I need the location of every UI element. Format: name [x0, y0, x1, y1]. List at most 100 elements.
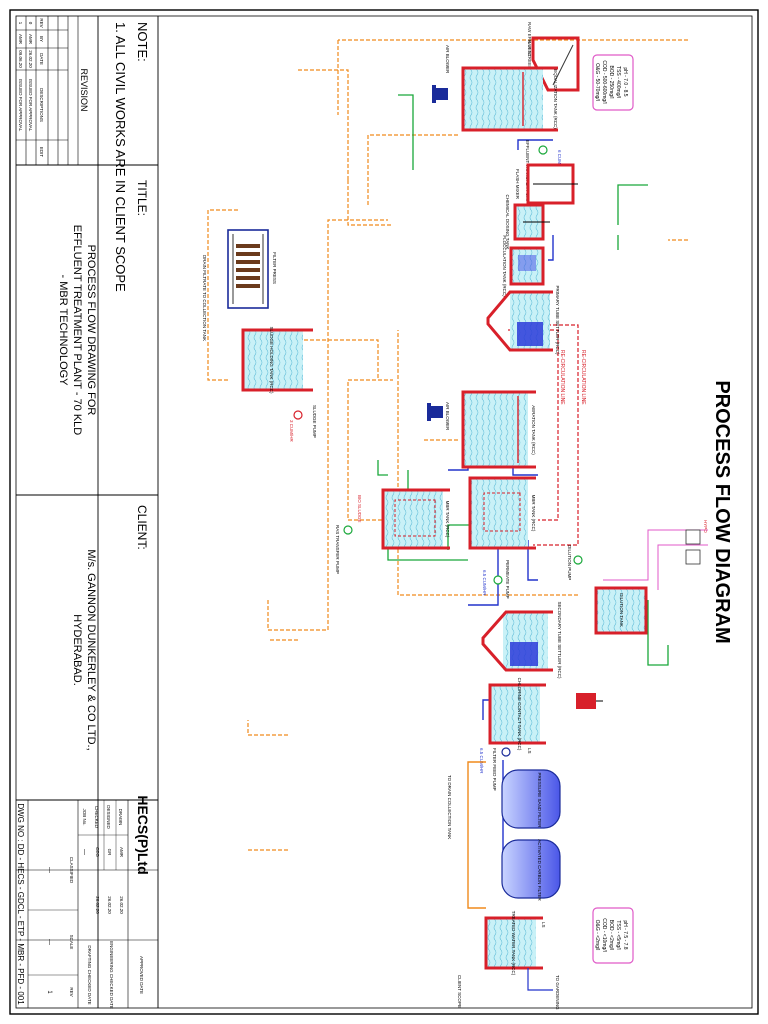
- outlet-ph: pH - 7.5 - 7.8: [622, 920, 628, 949]
- outlet-quality-box: pH - 7.5 - 7.8 TSS - <5mg/l BOD - <2mg/l…: [592, 907, 634, 964]
- sludge-holding-tank: SLUDGE HOLDING TANK (RCC): [241, 326, 313, 394]
- backwash-line: [467, 761, 486, 909]
- pressure-sand-filter: PRESSURE SAND FILTER: [501, 769, 561, 829]
- inlet-quality-box: pH - 7.0 - 8.5 TSS - 400mg/l BOD - 250mg…: [592, 54, 634, 111]
- rev-row0-date: 26.02.20: [28, 50, 33, 68]
- designed-name: GR: [107, 849, 112, 857]
- aeration-tank: AERATION TANK (RCC): [461, 390, 536, 469]
- sludge-pump-label: SLUDGE PUMP: [312, 405, 317, 438]
- sludge-holding-label: SLUDGE HOLDING TANK (RCC): [269, 326, 274, 394]
- chlorine-dosing: [576, 693, 603, 709]
- to-drain-label: TO DRAIN COLLECTION TANK: [447, 775, 452, 839]
- rev-row1-date: 09.06.20: [18, 50, 23, 68]
- rev-label: REV: [69, 987, 74, 996]
- chemical-dosing-tank: CHEMICAL DOSING TANK: [505, 195, 550, 250]
- designed-label: DESIGNED: [106, 805, 111, 829]
- equalization-tank: EQUALIZATION TANK (RCC): [461, 66, 558, 132]
- scale-value: —: [46, 939, 52, 945]
- rev-row1-by: AMR: [18, 34, 23, 45]
- treated-label: TREATED WATER TANK (RCC): [511, 911, 516, 976]
- dilution-tank: DILUTION TANK: [594, 586, 648, 635]
- checked-date: 26.02.20: [95, 896, 100, 914]
- treated-water-tank: TREATED WATER TANK (RCC) LS: [484, 911, 546, 976]
- rev-col-by: BY: [39, 36, 44, 42]
- inlet-bod: BOD - 250mg/l: [608, 65, 614, 98]
- rev-row0-rev: 0: [28, 22, 33, 25]
- client-line2: HYDERABAD.: [71, 614, 83, 686]
- flocculation-tank: FLOCCULATION TANK (RCC): [502, 235, 545, 297]
- filter-press-label: FILTER PRESS: [272, 252, 277, 284]
- recirc-label-2: RE-CIRCULATION LINE: [559, 350, 565, 405]
- inlet-cod: COD - 500-600mg/l: [601, 60, 607, 103]
- dilution-tank-label: DILUTION TANK: [619, 593, 624, 627]
- company-block: HECS(P)Ltd APPROVED DATE ENGINEERING CHE…: [16, 795, 158, 1009]
- client-scope-label: CLIENT SCOPE: [457, 975, 462, 1008]
- checked-name: CEO: [95, 847, 100, 857]
- ras-label: RAS TRANSFER PUMP: [335, 525, 340, 574]
- flow-3-label: 3 CUM/HR: [289, 420, 294, 443]
- flow-65-label-1: 6.5 CUM/HR: [482, 570, 487, 596]
- secondary-settler-label: SECONDARY TUBE SETTLER (RCC): [557, 601, 562, 679]
- hypo-label: HYPO: [703, 520, 708, 533]
- inner-border: [15, 15, 753, 1009]
- hypo-dosing: HYPO: [685, 520, 708, 565]
- mbr-label-2: MBR TANK (RCC): [445, 501, 450, 538]
- rev-row1-rev: 1: [18, 22, 23, 25]
- hypo-lines: [603, 529, 708, 590]
- engineering-label: ENGINEERING CHECKED DATE: [109, 941, 114, 1009]
- rev-col-desc: DESCRIPTIONS: [39, 88, 44, 122]
- flash-mixer: FLASH MIXER: [515, 163, 578, 205]
- note-line: 1. ALL CIVIL WORKS ARE IN CLIENT SCOPE: [113, 22, 128, 292]
- title-block: NOTE: 1. ALL CIVIL WORKS ARE IN CLIENT S…: [16, 16, 159, 1009]
- revision-table: REVISION REV BY DATE DESCRIPTIONS EDIT 0…: [16, 16, 89, 165]
- checked-label: CHECKED: [94, 806, 99, 829]
- rev-value: 1: [46, 990, 52, 994]
- floc-label: FLOCCULATION TANK (RCC): [502, 235, 507, 297]
- company-name: HECS(P)Ltd: [135, 795, 151, 874]
- flash-mixer-label: FLASH MIXER: [515, 169, 520, 200]
- ras-transfer-pump: RAS TRANSFER PUMP BIO SLUDGE: [335, 495, 362, 574]
- flow-65-label-2: 6.5 CUM/HR: [479, 748, 484, 774]
- rev-col-edit: EDIT: [39, 147, 44, 158]
- client-label: CLIENT:: [135, 505, 149, 550]
- inlet-og: O&G - 50-70mg/l: [594, 63, 600, 101]
- filter-feed-pump: FILTER FEED PUMP 6.5 CUM/HR LS: [479, 747, 532, 791]
- chlorine-contact-tank: CHLORINE CONTACT TANK (RCC): [488, 678, 546, 751]
- secondary-tube-settler: SECONDARY TUBE SETTLER (RCC): [481, 601, 562, 679]
- job-label: JOB No.: [82, 808, 87, 825]
- permeate-pump: PERMEATE PUMP 6.5 CUM/HR: [482, 560, 510, 599]
- filter-feed-label: FILTER FEED PUMP: [492, 748, 497, 791]
- mbr-label-1: MBR TANK (RCC): [531, 495, 536, 532]
- drawn-name: AMR: [119, 847, 124, 858]
- ls-label-2: LS: [541, 922, 546, 928]
- drawn-date: 26.02.20: [119, 896, 124, 914]
- bio-sludge-label: BIO SLUDGE: [357, 495, 362, 523]
- title-line1: PROCESS FLOW DRAWING FOR: [85, 245, 97, 416]
- dilution-pump: DILUTION PUMP: [567, 545, 583, 580]
- aeration-label: AERATION TANK (RCC): [531, 405, 536, 455]
- title-line3: - MBR TECHNOLOGY: [57, 274, 69, 386]
- permeate-label: PERMEATE PUMP: [505, 560, 510, 599]
- sludge-lines: [207, 39, 688, 851]
- drafting-label: DRAFTING CHECKED DATE: [87, 945, 92, 1004]
- rev-col-date: DATE: [39, 53, 44, 65]
- primary-settler-label: PRIMARY TUBE SETTLER (RCC): [555, 285, 560, 355]
- chem-dosing-label: CHEMICAL DOSING TANK: [505, 195, 510, 250]
- filter-press: FILTER PRESS: [227, 229, 277, 309]
- air-blower-label-2: AIR BLOWER: [445, 402, 450, 431]
- outlet-cod: COD - <10mg/l: [601, 918, 607, 951]
- title-label: TITLE:: [135, 180, 149, 216]
- outlet-og: O&G - <2mg/l: [594, 920, 600, 951]
- acf-label: ACTIVATED CARBON FILTER: [537, 839, 542, 901]
- air-blower-label-1: AIR BLOWER: [445, 45, 450, 74]
- client-line1: M/s. GANNON DUNKERLEY & CO LTD.,: [85, 549, 97, 750]
- diagram-title: PROCESS FLOW DIAGRAM: [711, 380, 733, 643]
- title-line2: EFFLUENT TREATMENT PLANT - 70 KLD: [71, 225, 83, 436]
- classified-label: CLASSIFIED: [69, 857, 74, 884]
- inlet-tss: TSS - 400mg/l: [615, 66, 621, 98]
- air-blower-2: [427, 403, 443, 421]
- note-heading: NOTE:: [135, 22, 150, 62]
- primary-tube-settler: PRIMARY TUBE SETTLER (RCC): [486, 285, 560, 355]
